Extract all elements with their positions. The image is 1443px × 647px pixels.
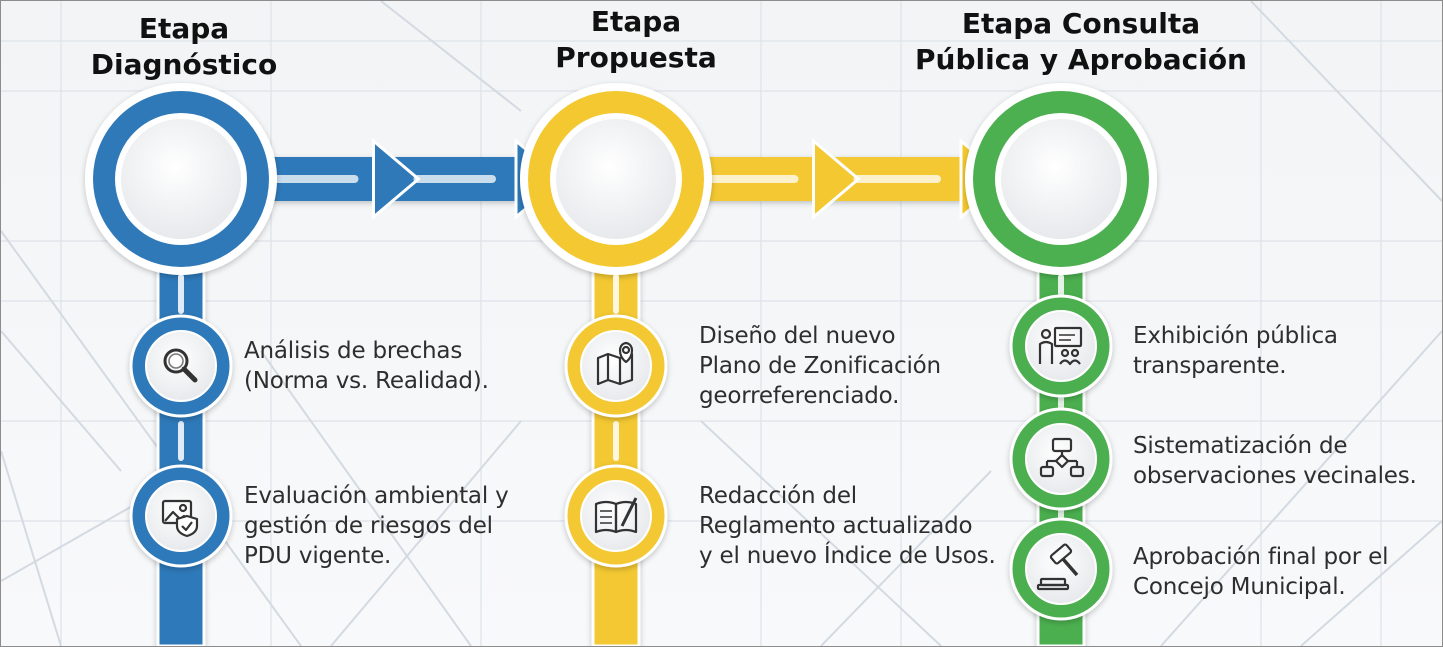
- step-node-1-2: [129, 464, 233, 568]
- stage-track-3: [965, 83, 1157, 646]
- step-node-3-1: [1009, 294, 1113, 398]
- step-text-redaccion-reglamento: Redacción del Reglamento actualizado y e…: [699, 483, 996, 569]
- step-node-1-1: [129, 314, 233, 418]
- stage-tracks: [85, 83, 1157, 646]
- stage-disc-1: [121, 119, 241, 239]
- step-node-2-1: [564, 314, 668, 418]
- step-node-3-3: [1009, 517, 1113, 621]
- connector-arrow-2: [676, 137, 1009, 221]
- stage-disc-2: [556, 119, 676, 239]
- connector-arrow-1: [241, 137, 564, 221]
- step-text-sistematizacion: Sistematización de observaciones vecinal…: [1133, 433, 1417, 489]
- step-node-2-2: [564, 464, 668, 568]
- stage-title-consulta-aprobacion: Etapa Consulta Pública y Aprobación: [915, 7, 1247, 76]
- stage-title-propuesta: Etapa Propuesta: [555, 5, 717, 74]
- step-text-analisis-brechas: Análisis de brechas (Norma vs. Realidad)…: [244, 338, 489, 394]
- step-text-exhibicion-publica: Exhibición pública transparente.: [1133, 323, 1338, 379]
- step-text-evaluacion-ambiental: Evaluación ambiental y gestión de riesgo…: [244, 483, 509, 569]
- step-text-aprobacion-final: Aprobación final por el Concejo Municipa…: [1133, 544, 1389, 600]
- stage-title-diagnostico: Etapa Diagnóstico: [90, 12, 278, 81]
- stage-disc-3: [1001, 119, 1121, 239]
- step-text-diseno-plano: Diseño del nuevo Plano de Zonificación g…: [699, 323, 941, 409]
- step-node-3-2: [1009, 407, 1113, 511]
- stage-track-2: [520, 83, 712, 646]
- stage-track-1: [85, 83, 277, 646]
